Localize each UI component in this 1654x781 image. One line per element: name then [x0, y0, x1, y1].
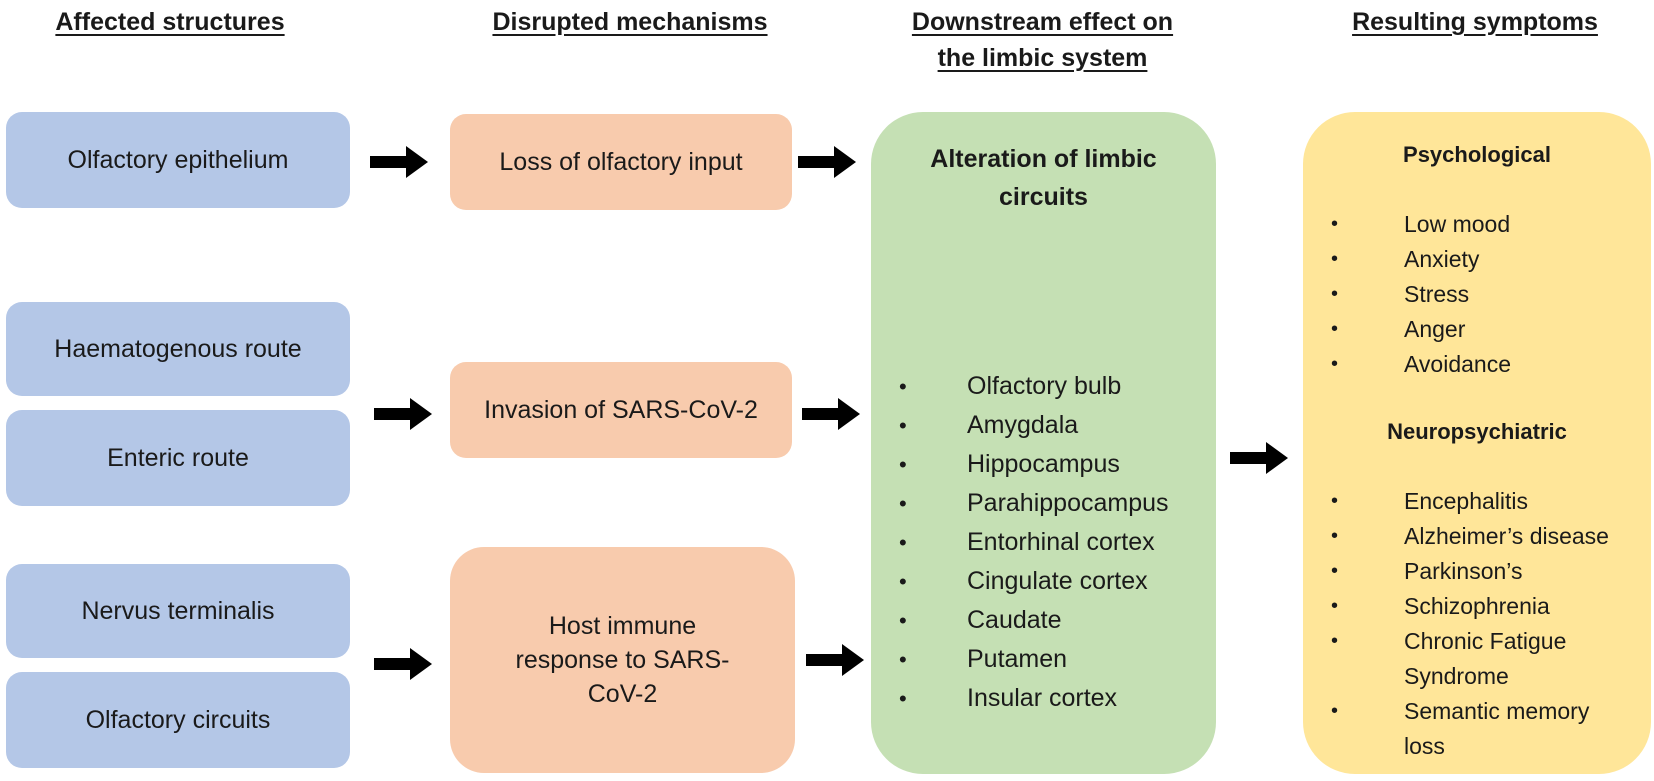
list-item: •Alzheimer’s disease [1331, 523, 1609, 549]
list-item: •Amygdala [899, 411, 1079, 439]
box-loss-of-olfactory-input: Loss of olfactory input [450, 114, 792, 210]
list-item: •Hippocampus [899, 450, 1120, 478]
arrow-loss-to-limbic [798, 146, 856, 178]
box-nervus-terminalis: Nervus terminalis [6, 564, 350, 658]
limbic-title-line1: Alteration of limbic [930, 145, 1157, 173]
box-olfactory-epithelium: Olfactory epithelium [6, 112, 350, 208]
list-item: •Chronic Fatigue [1331, 628, 1567, 654]
limbic-title: Alteration of limbic circuits [871, 140, 1216, 216]
neuropsychiatric-title: Neuropsychiatric [1387, 419, 1567, 444]
list-item: •Encephalitis [1331, 488, 1529, 514]
arrow-routes-to-invasion [374, 398, 432, 430]
arrow-immune-to-limbic [806, 644, 864, 676]
list-item: •Anger [1331, 316, 1466, 342]
list-item: •Avoidance [1331, 351, 1511, 377]
immune-line2: response to SARS- [515, 646, 730, 674]
arrow-epithelium-to-loss [370, 146, 428, 178]
arrow-invasion-to-limbic [802, 398, 860, 430]
list-item: •Entorhinal cortex [899, 528, 1155, 556]
header-downstream-line2: the limbic system [937, 44, 1148, 72]
psychological-list: •Low mood •Anxiety •Stress •Anger •Avoid… [1331, 207, 1651, 382]
header-disrupted-mechanisms: Disrupted mechanisms [492, 8, 768, 36]
box-olfactory-circuits: Olfactory circuits [6, 672, 350, 768]
list-item: •Anxiety [1331, 246, 1480, 272]
list-item: •Low mood [1331, 211, 1511, 237]
list-item: Syndrome [1404, 663, 1509, 689]
box-invasion-sars-cov-2: Invasion of SARS-CoV-2 [450, 362, 792, 458]
header-downstream-line1: Downstream effect on [911, 8, 1174, 36]
box-haematogenous-route: Haematogenous route [6, 302, 350, 396]
immune-line3: CoV-2 [587, 680, 658, 708]
list-item: •Olfactory bulb [899, 372, 1122, 400]
box-resulting-symptoms: Psychological •Low mood •Anxiety •Stress… [1303, 112, 1651, 774]
header-resulting-symptoms: Resulting symptoms [1352, 8, 1598, 36]
box-limbic-alteration: Alteration of limbic circuits •Olfactory… [871, 112, 1216, 774]
header-downstream-effect: Downstream effect on the limbic system [870, 4, 1215, 76]
list-item: •Parahippocampus [899, 489, 1169, 517]
list-item: •Caudate [899, 606, 1062, 634]
box-host-immune-response: Host immune response to SARS- CoV-2 [450, 547, 795, 773]
psychological-title: Psychological [1403, 142, 1551, 167]
list-item: •Stress [1331, 281, 1470, 307]
list-item: •Insular cortex [899, 684, 1118, 712]
box-enteric-route: Enteric route [6, 410, 350, 506]
immune-line1: Host immune [548, 612, 697, 640]
list-item: •Semantic memory [1331, 698, 1590, 724]
limbic-structure-list: •Olfactory bulb •Amygdala •Hippocampus •… [899, 367, 1219, 718]
arrow-limbic-to-symptoms [1230, 442, 1288, 474]
header-affected-structures: Affected structures [55, 8, 285, 36]
limbic-title-line2: circuits [999, 183, 1088, 211]
list-item: •Schizophrenia [1331, 593, 1550, 619]
list-item: •Cingulate cortex [899, 567, 1148, 595]
arrow-nervus-to-immune [374, 648, 432, 680]
neuropsychiatric-list: •Encephalitis •Alzheimer’s disease •Park… [1331, 484, 1651, 764]
list-item: loss [1404, 733, 1445, 759]
list-item: •Putamen [899, 645, 1068, 673]
list-item: •Parkinson’s [1331, 558, 1523, 584]
